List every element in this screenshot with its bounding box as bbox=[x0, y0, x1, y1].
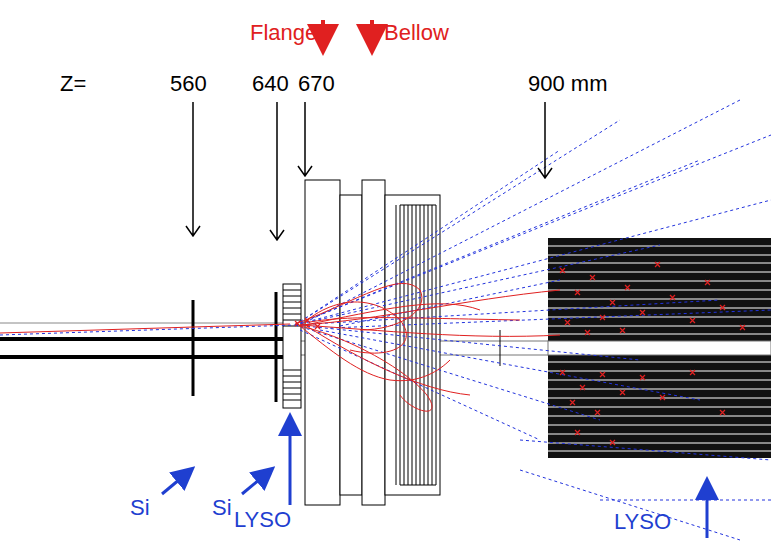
axis-label: Z= bbox=[60, 72, 86, 96]
z-position: 560 bbox=[170, 72, 207, 96]
hit-marks bbox=[295, 262, 745, 445]
red-arrow bbox=[321, 20, 325, 40]
small-lyso bbox=[283, 284, 301, 408]
detector-label: Si bbox=[212, 496, 232, 520]
bellow bbox=[385, 195, 440, 495]
detector-label: LYSO bbox=[234, 508, 291, 532]
blue-arrow bbox=[706, 488, 709, 538]
photon-tracks bbox=[0, 100, 771, 540]
blue-arrow bbox=[242, 474, 266, 494]
part-label: Bellow bbox=[384, 21, 449, 45]
detector-label: Si bbox=[130, 496, 150, 520]
blue-arrow bbox=[289, 424, 292, 505]
charged-tracks bbox=[0, 283, 560, 411]
z-pointers bbox=[186, 102, 552, 240]
si-plane bbox=[275, 292, 278, 402]
z-position: 640 bbox=[252, 72, 289, 96]
z-position: 900 mm bbox=[528, 72, 607, 96]
flange bbox=[305, 180, 385, 505]
blue-arrow bbox=[162, 474, 186, 494]
red-arrow bbox=[370, 20, 374, 40]
lyso-calorimeter bbox=[500, 238, 771, 458]
detector-label: LYSO bbox=[614, 510, 671, 534]
part-label: Flange bbox=[250, 21, 317, 45]
si-plane bbox=[192, 300, 195, 396]
z-position: 670 bbox=[298, 72, 335, 96]
